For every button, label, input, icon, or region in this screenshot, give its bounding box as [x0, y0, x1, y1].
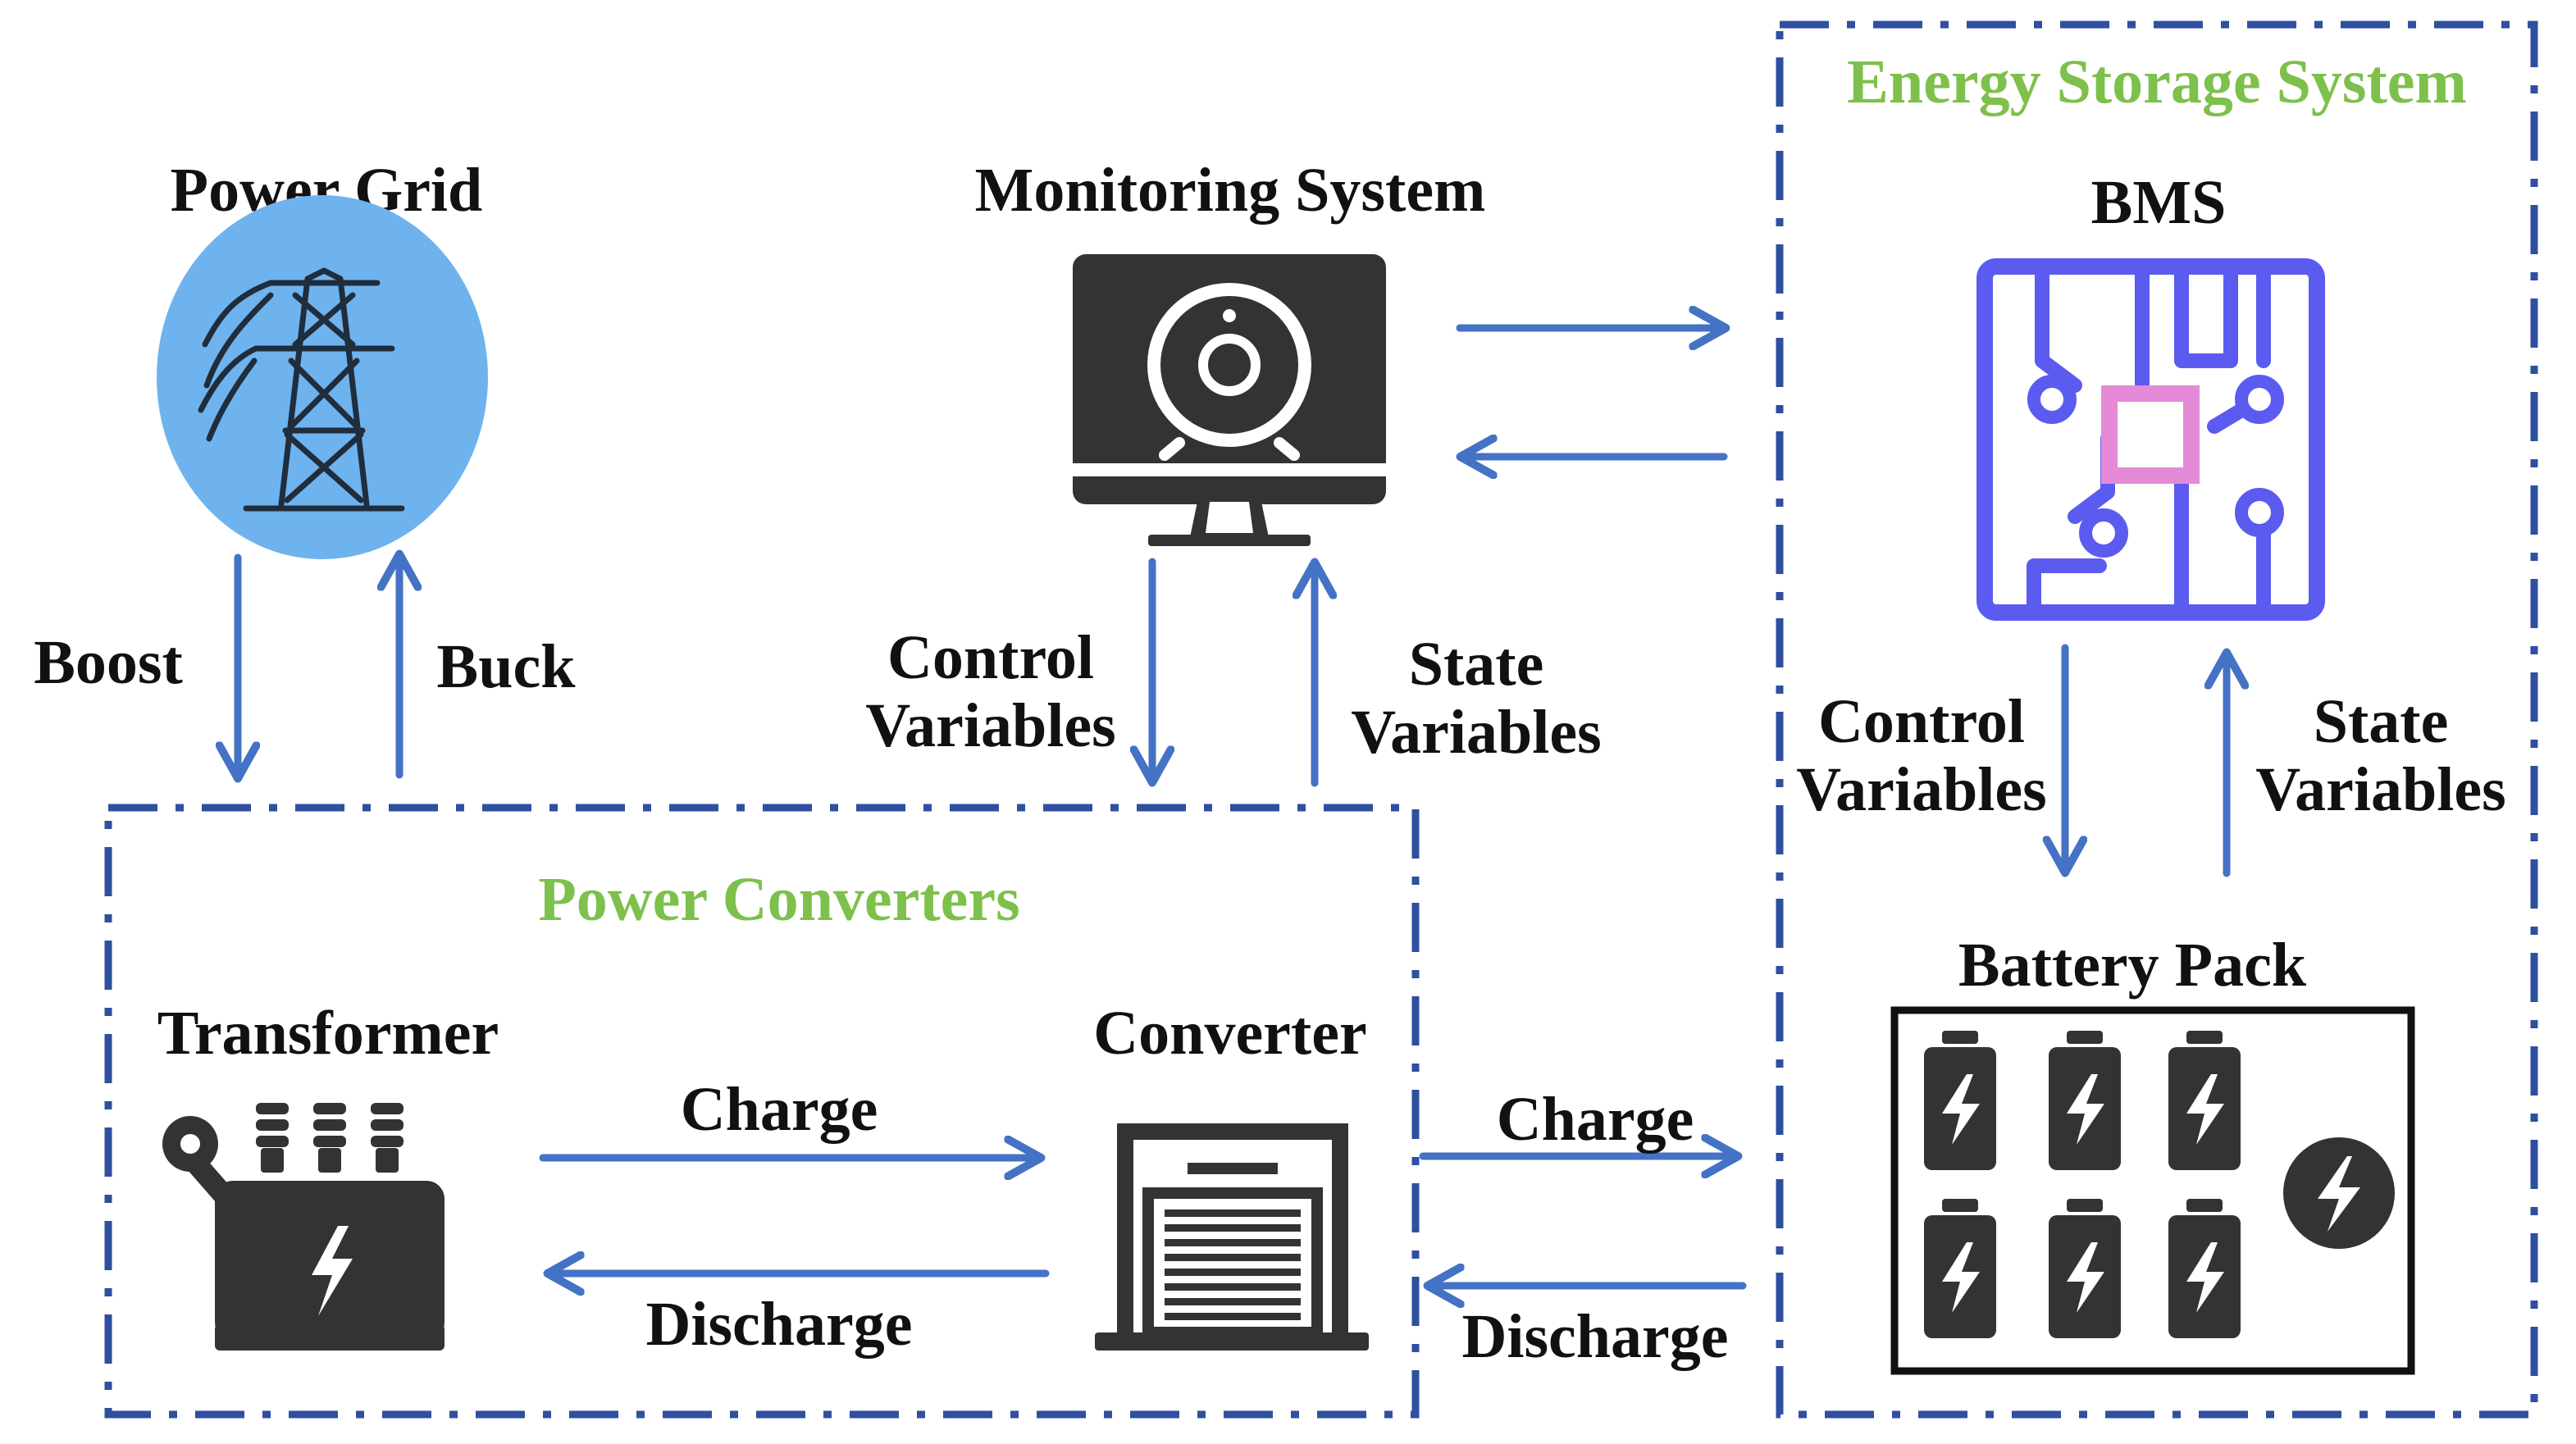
bms-state-label-2: Variables [2255, 755, 2505, 824]
circuit-board-icon [1976, 258, 2325, 621]
mon-control-label-2: Variables [865, 691, 1115, 760]
battery-pack-label: Battery Pack [1958, 931, 2307, 1000]
power-converters-box [104, 804, 1420, 1419]
monitor-camera-icon [1073, 254, 1386, 546]
energy-storage-title: Energy Storage System [1847, 48, 2467, 116]
battery-icon [1924, 1031, 1996, 1170]
power-tower-icon [157, 195, 488, 559]
mon-control-label-1: Control [887, 623, 1094, 692]
cb-charge-label: Charge [1497, 1085, 1694, 1154]
bms-label: BMS [2091, 168, 2227, 237]
tc-discharge-label: Discharge [645, 1290, 912, 1359]
transformer-label: Transformer [157, 999, 499, 1068]
converter-cabinet-icon [1095, 1123, 1369, 1351]
transformer-icon [162, 1103, 445, 1351]
monitoring-system-label: Monitoring System [975, 156, 1486, 225]
power-converters-title: Power Converters [538, 865, 1019, 934]
bms-control-label-2: Variables [1796, 755, 2046, 824]
bms-control-label-1: Control [1818, 687, 2025, 756]
cb-discharge-label: Discharge [1461, 1302, 1728, 1371]
boost-label: Boost [34, 628, 183, 697]
battery-icon [2168, 1031, 2241, 1170]
bms-state-label-1: State [2314, 687, 2449, 756]
battery-icon [2049, 1031, 2121, 1170]
battery-icon [2049, 1199, 2121, 1338]
battery-pack-frame [1890, 1006, 2415, 1375]
mon-state-label-1: State [1409, 630, 1544, 699]
battery-icon [2168, 1199, 2241, 1338]
buck-label: Buck [437, 632, 577, 701]
converter-label: Converter [1093, 999, 1366, 1068]
battery-icon [1924, 1199, 1996, 1338]
tc-charge-label: Charge [681, 1075, 878, 1144]
lightning-badge-icon [2283, 1137, 2395, 1249]
mon-state-label-2: Variables [1351, 698, 1601, 767]
energy-storage-box [1776, 20, 2538, 1419]
